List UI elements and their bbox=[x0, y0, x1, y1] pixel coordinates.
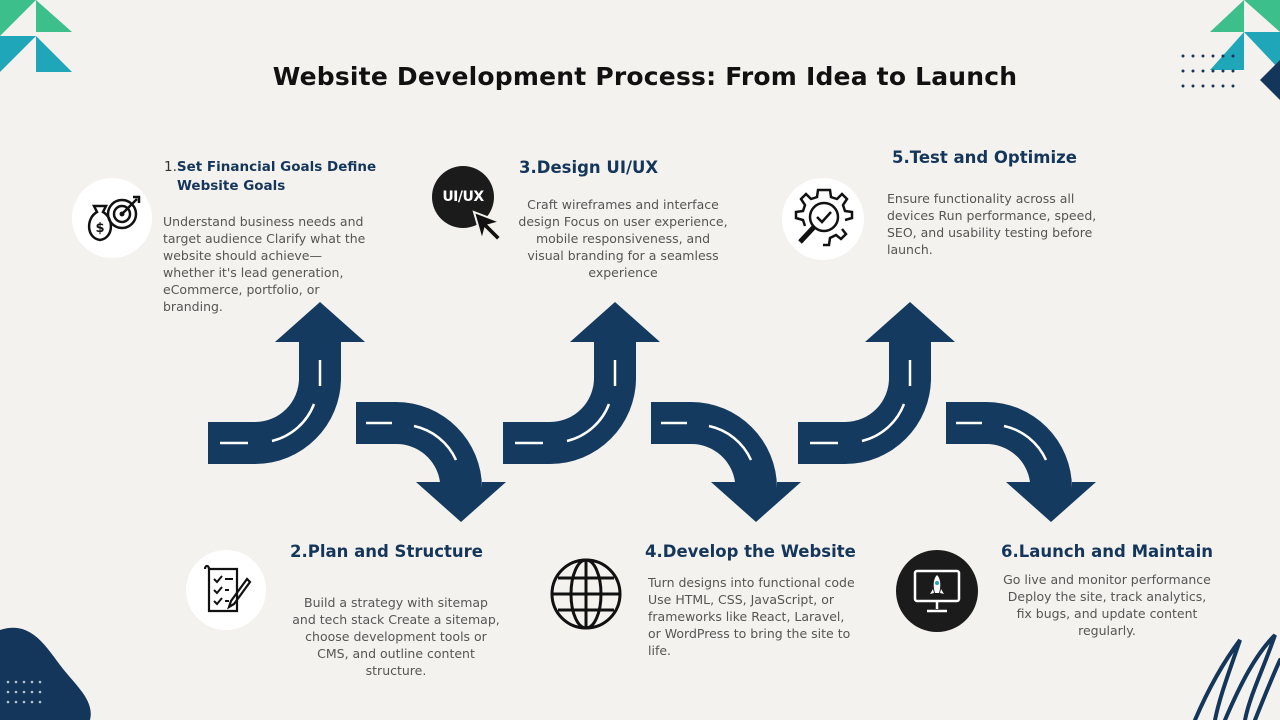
step-6-description: Go live and monitor performance Deploy t… bbox=[1003, 572, 1211, 638]
arrow-down-4 bbox=[649, 400, 803, 524]
step-3-description: Craft wireframes and interface design Fo… bbox=[518, 197, 728, 280]
step-1-icon-circle: $ bbox=[72, 178, 152, 258]
step-3-heading: 3.Design UI/UX bbox=[519, 158, 659, 177]
step-1-number: 1. bbox=[164, 159, 177, 175]
globe-icon bbox=[550, 558, 622, 630]
step-2-heading: 2.Plan and Structure bbox=[290, 542, 483, 561]
monitor-rocket-icon bbox=[913, 569, 961, 613]
step-1-heading: 1.Set Financial Goals Define Website Goa… bbox=[164, 158, 376, 196]
gear-magnifier-check-icon bbox=[794, 188, 854, 247]
step-2-description: Build a strategy with sitemap and tech s… bbox=[292, 595, 500, 678]
step-4-heading: 4.Develop the Website bbox=[645, 542, 856, 561]
step-5-icon-circle bbox=[782, 178, 864, 260]
scribble-decoration-bottom-right bbox=[1193, 633, 1280, 720]
step-6-heading: 6.Launch and Maintain bbox=[1001, 542, 1213, 561]
arrow-down-2 bbox=[354, 400, 508, 524]
svg-text:$: $ bbox=[95, 221, 104, 236]
step-2-icon-circle bbox=[186, 550, 266, 630]
dot-grid-decoration bbox=[1181, 54, 1235, 88]
arrow-up-5 bbox=[796, 300, 957, 466]
arrow-up-3 bbox=[501, 300, 662, 466]
checklist-pen-icon bbox=[203, 564, 252, 613]
arrow-down-6 bbox=[944, 400, 1098, 524]
blob-decoration-bottom-left bbox=[0, 627, 91, 720]
step-4-icon-circle bbox=[548, 556, 624, 632]
page-title: Website Development Process: From Idea t… bbox=[272, 62, 1018, 91]
step-6-icon-circle bbox=[896, 550, 978, 632]
step-1-heading-line1: Set Financial Goals Define bbox=[176, 159, 377, 175]
corner-decoration-top-right bbox=[1210, 0, 1280, 100]
step-1-description: Understand business needs and target aud… bbox=[163, 214, 366, 314]
money-bag-target-icon: $ bbox=[87, 195, 141, 242]
step-4-description: Turn designs into functional code Use HT… bbox=[648, 575, 855, 658]
ui-ux-icon-label: UI/UX bbox=[442, 189, 484, 205]
cursor-icon bbox=[472, 210, 504, 244]
step-5-description: Ensure functionality across all devices … bbox=[887, 191, 1097, 257]
step-5-heading: 5.Test and Optimize bbox=[892, 148, 1077, 167]
arrow-up-1 bbox=[206, 300, 367, 466]
step-1-heading-line2: Website Goals bbox=[177, 178, 286, 194]
corner-decoration-top-left bbox=[0, 0, 72, 72]
